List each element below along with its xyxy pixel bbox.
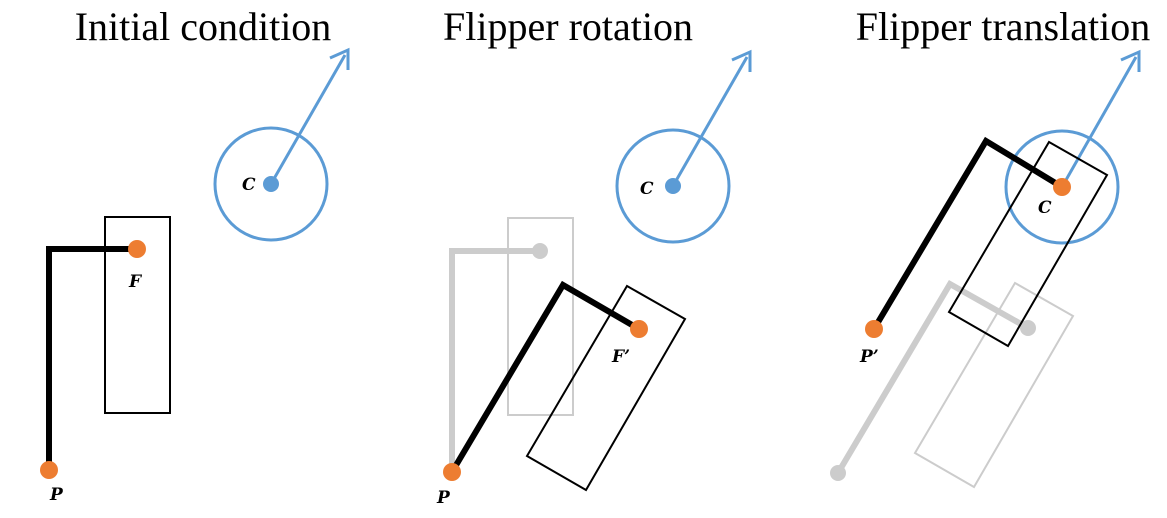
translated-flipper-arm: [871, 136, 1064, 331]
rotated-flipper-arm: [449, 280, 641, 474]
flipper-point-label: F: [128, 272, 143, 292]
ghost-initial-flipper: [449, 217, 574, 470]
ball-velocity-arrow: [671, 56, 749, 187]
flipper-point-label: F’: [611, 347, 630, 367]
pivot-point: [865, 320, 883, 338]
pivot-point: [40, 461, 58, 479]
ball-center-label: C: [640, 179, 654, 199]
translated-flipper-rect: [947, 140, 1109, 348]
ghost-flipper-rect: [507, 217, 574, 416]
pivot-point-label: P’: [859, 347, 879, 367]
rotated-flipper-rect: [525, 284, 687, 492]
contact-point: [1053, 178, 1071, 196]
flipper-point: [630, 320, 648, 338]
flipper-arm: [46, 246, 137, 470]
ball-center-point: [665, 178, 681, 194]
ball: C: [213, 47, 350, 242]
ball-velocity-arrow: [1060, 56, 1138, 188]
ghost-flipper-arm: [835, 279, 1030, 475]
panel-flipper-translation: Flipper translation C P’: [830, 4, 1150, 489]
arrow-head: [1120, 49, 1141, 72]
ghost-flipper-point: [532, 243, 548, 259]
ball: C: [615, 49, 752, 244]
ball-outline: [1004, 129, 1120, 245]
panel-title: Flipper translation: [856, 4, 1150, 49]
ball-outline: [213, 126, 329, 242]
ghost-pivot-point: [830, 465, 846, 481]
ball-outline: [615, 128, 731, 244]
flipper-point: [128, 240, 146, 258]
panel-flipper-rotation: Flipper rotation C F’ P: [436, 4, 752, 508]
panel-title: Initial condition: [75, 4, 332, 49]
ball-center-point: [263, 176, 279, 192]
ghost-flipper-point: [1020, 320, 1036, 336]
flipper-rect: [104, 216, 171, 414]
arrow-head: [329, 47, 350, 70]
pivot-point: [443, 463, 461, 481]
ball-center-label: C: [1038, 198, 1052, 218]
panel-initial-condition: Initial condition C F P: [40, 4, 350, 505]
arrow-head: [731, 49, 752, 72]
ball: [1004, 49, 1141, 245]
pivot-point-label: P: [436, 488, 451, 508]
ball-center-label: C: [242, 175, 256, 195]
pivot-point-label: P: [49, 485, 64, 505]
ghost-flipper-rect: [913, 281, 1075, 489]
ball-velocity-arrow: [269, 54, 347, 185]
panel-title: Flipper rotation: [443, 4, 693, 49]
ghost-flipper-arm: [449, 248, 540, 470]
ghost-rotated-flipper: [830, 279, 1075, 489]
